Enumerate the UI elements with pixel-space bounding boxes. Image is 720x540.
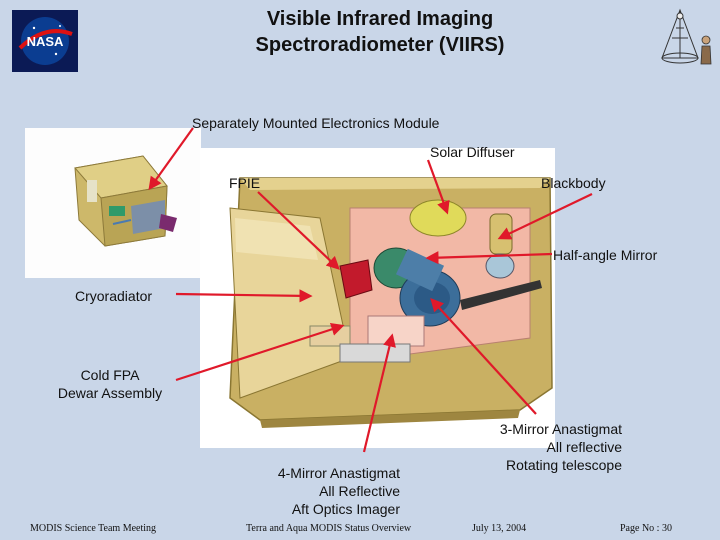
arrow-fpie: [257, 191, 340, 270]
label-fpie: FPIE: [229, 175, 261, 191]
electronics-module-image: [25, 128, 201, 278]
label-cryoradiator: Cryoradiator: [75, 288, 153, 304]
footer-meeting: MODIS Science Team Meeting: [30, 523, 157, 534]
arrow-blackbody: [497, 193, 593, 240]
electronics-module-drawing: [74, 155, 177, 247]
logo-text: NASA: [27, 34, 64, 49]
page-title: Visible Infrared Imaging Spectroradiomet…: [255, 8, 505, 56]
label-blackbody: Blackbody: [541, 175, 606, 191]
arrow-cryoradiator: [175, 289, 313, 303]
footer-overview: Terra and Aqua MODIS Status Overview: [246, 523, 412, 534]
label-electronics-module: Separately Mounted Electronics Module: [192, 115, 440, 131]
viirs-instrument-image: [200, 148, 555, 448]
arrow-electronics-module: [148, 127, 194, 191]
nasa-logo: NASA: [12, 10, 78, 72]
arrow-solar-diffuser: [426, 159, 450, 215]
arrow-half-angle-mirror: [425, 251, 553, 265]
arrow-cold-fpa: [175, 322, 345, 382]
footer-page-number: Page No : 30: [620, 523, 672, 534]
label-half-angle-mirror: Half-angle Mirror: [553, 247, 658, 263]
viirs-instrument-drawing: [229, 177, 553, 428]
observer-sketch-icon: [661, 8, 712, 65]
footer-date: July 13, 2004: [472, 523, 527, 534]
label-four-mirror: 4-Mirror Anastigmat All Reflective Aft O…: [277, 465, 400, 517]
arrow-three-mirror: [430, 298, 537, 415]
label-cold-fpa: Cold FPA Dewar Assembly: [57, 367, 163, 401]
label-solar-diffuser: Solar Diffuser: [430, 144, 515, 160]
arrow-four-mirror: [362, 333, 396, 453]
label-three-mirror: 3-Mirror Anastigmat All reflective Rotat…: [499, 421, 622, 473]
